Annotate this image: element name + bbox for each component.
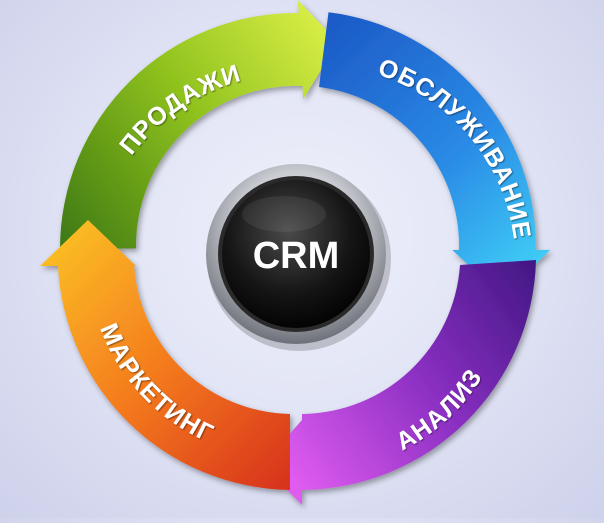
hub-gloss: [242, 196, 326, 232]
hub-label: CRM: [253, 235, 340, 277]
crm-hub: CRM: [206, 164, 391, 351]
